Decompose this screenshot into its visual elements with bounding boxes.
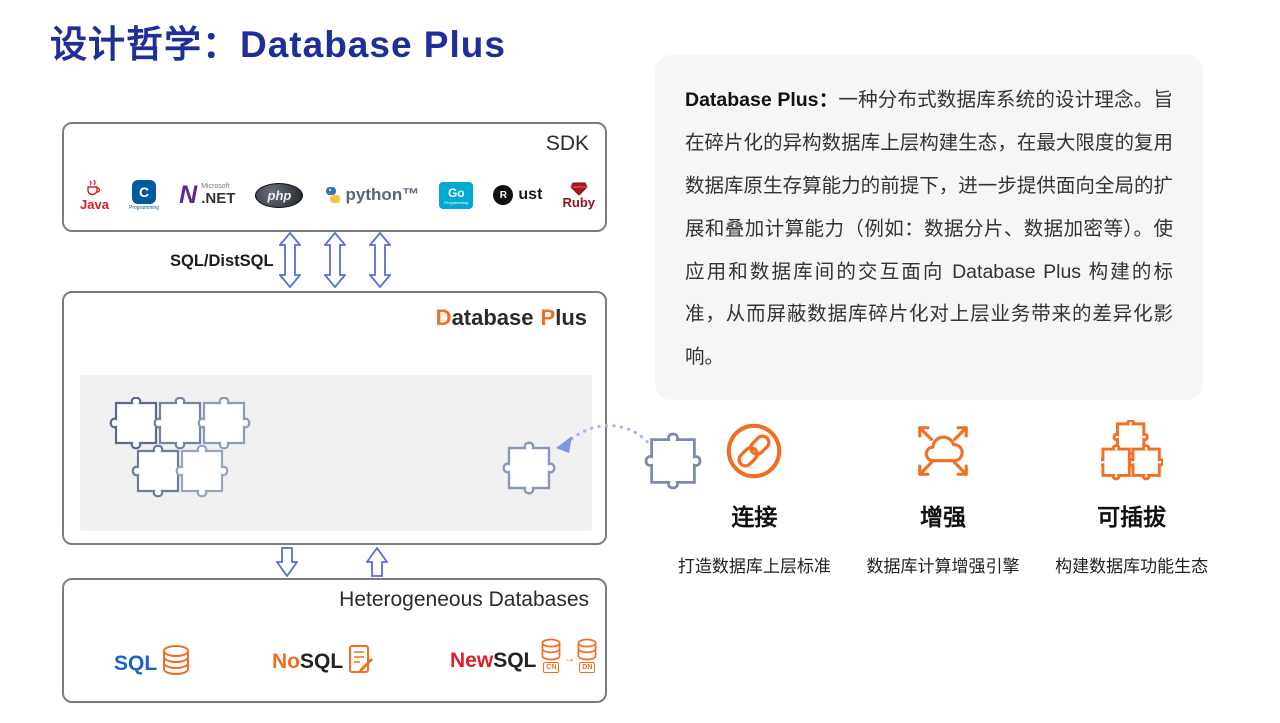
newsql-sql: SQL xyxy=(493,649,537,673)
sdk-box: SDK Java C Programming N Microsoft .NET xyxy=(62,122,607,232)
go-sub-label: Programming xyxy=(444,199,469,205)
dbplus-p: P xyxy=(540,305,556,330)
feature-pluggable: 可插拔 构建数据库功能生态 xyxy=(1037,420,1226,577)
dotnet-label: .NET xyxy=(201,189,236,207)
pluggable-puzzle-icon xyxy=(1100,420,1163,481)
c-logo: C Programming xyxy=(129,179,160,211)
c-sub-label: Programming xyxy=(129,204,160,211)
c-badge-icon: C xyxy=(132,179,157,204)
python-logo: python™ xyxy=(324,185,420,205)
feature-enhance-title: 增强 xyxy=(920,504,966,530)
heterogeneous-box: Heterogeneous Databases SQL NoSQL NewSQL xyxy=(62,578,607,703)
dotnet-n-icon: N xyxy=(179,180,198,209)
python-snake-icon xyxy=(325,187,340,203)
dn-node: DN xyxy=(577,638,597,674)
php-logo: php xyxy=(255,182,304,208)
cn-node: CN xyxy=(541,638,561,674)
double-arrow-icon xyxy=(369,232,391,288)
newsql-item: NewSQL CN → xyxy=(450,638,597,674)
dn-badge: DN xyxy=(579,662,596,674)
sql-label: SQL xyxy=(114,652,158,675)
microsoft-label: Microsoft xyxy=(201,182,230,190)
sdk-logos-row: Java C Programming N Microsoft .NET php xyxy=(80,166,595,224)
feature-enhance: 增强 数据库计算增强引擎 xyxy=(849,420,1038,577)
ruby-logo: Ruby xyxy=(562,182,595,209)
single-puzzle-icon xyxy=(502,441,556,495)
ruby-label: Ruby xyxy=(562,194,595,210)
enhance-cloud-icon xyxy=(918,426,968,476)
rust-logo: R ust xyxy=(493,185,542,205)
double-arrow-icon xyxy=(279,232,301,288)
down-arrow-icon xyxy=(276,547,298,577)
link-icon xyxy=(727,423,782,479)
java-label: Java xyxy=(80,196,109,212)
cn-badge: CN xyxy=(543,662,560,674)
java-cup-icon xyxy=(87,179,101,195)
nosql-sql: SQL xyxy=(300,650,344,673)
double-arrow-icon xyxy=(324,232,346,288)
python-label: python™ xyxy=(345,185,420,204)
nosql-no: No xyxy=(272,650,300,673)
dbplus-lus: lus xyxy=(555,305,587,330)
dotnet-logo: N Microsoft .NET xyxy=(179,181,235,210)
description-body: 一种分布式数据库系统的设计理念。旨在碎片化的异构数据库上层构建生态，在最大限度的… xyxy=(685,89,1173,369)
external-puzzle-icon xyxy=(644,432,702,490)
feature-connect-title: 连接 xyxy=(731,504,778,530)
nosql-label: NoSQL xyxy=(272,650,343,674)
cn-dn-arrow-icon: → xyxy=(563,651,576,666)
description-lead: Database Plus： xyxy=(685,89,839,111)
feature-enhance-desc: 数据库计算增强引擎 xyxy=(866,557,1020,576)
ruby-gem-icon xyxy=(570,182,588,196)
go-logo: Go Programming xyxy=(439,181,474,209)
dbplus-d: D xyxy=(435,305,452,330)
description-text: Database Plus：一种分布式数据库系统的设计理念。旨在碎片化的异构数据… xyxy=(685,79,1173,379)
features-row: 连接 打造数据库上层标准 增强 数据库计算增强引擎 可插拔 xyxy=(660,420,1226,577)
sdk-dbplus-arrows xyxy=(279,232,391,288)
go-label: Go xyxy=(447,185,465,200)
cn-database-icon xyxy=(541,638,561,661)
rust-gear-icon: R xyxy=(493,185,514,205)
dn-database-icon xyxy=(577,638,597,661)
sql-database-icon xyxy=(163,645,190,675)
nosql-document-icon xyxy=(349,645,374,673)
dotnet-text: Microsoft .NET xyxy=(201,183,235,207)
dotted-connector-arrow xyxy=(556,424,658,456)
description-panel: Database Plus：一种分布式数据库系统的设计理念。旨在碎片化的异构数据… xyxy=(655,55,1203,400)
rust-label: ust xyxy=(518,186,543,203)
feature-pluggable-desc: 构建数据库功能生态 xyxy=(1055,557,1209,576)
java-logo: Java xyxy=(80,179,109,212)
nosql-item: NoSQL xyxy=(272,644,374,674)
up-arrow-icon xyxy=(366,547,388,577)
heterogeneous-label: Heterogeneous Databases xyxy=(339,588,589,611)
feature-pluggable-title: 可插拔 xyxy=(1097,504,1167,530)
feature-connect-desc: 打造数据库上层标准 xyxy=(677,557,831,576)
sdk-label: SDK xyxy=(545,132,589,155)
sql-distsql-label: SQL/DistSQL xyxy=(170,252,274,270)
cn-dn-group: CN → DN xyxy=(541,638,597,674)
dbplus-atabase: atabase xyxy=(451,305,534,330)
page-title: 设计哲学：Database Plus xyxy=(50,24,506,65)
sql-item: SQL xyxy=(114,644,190,676)
feature-connect: 连接 打造数据库上层标准 xyxy=(660,420,849,577)
newsql-label: NewSQL xyxy=(450,649,536,673)
puzzle-cluster-icon xyxy=(109,397,251,498)
newsql-new: New xyxy=(450,649,494,673)
